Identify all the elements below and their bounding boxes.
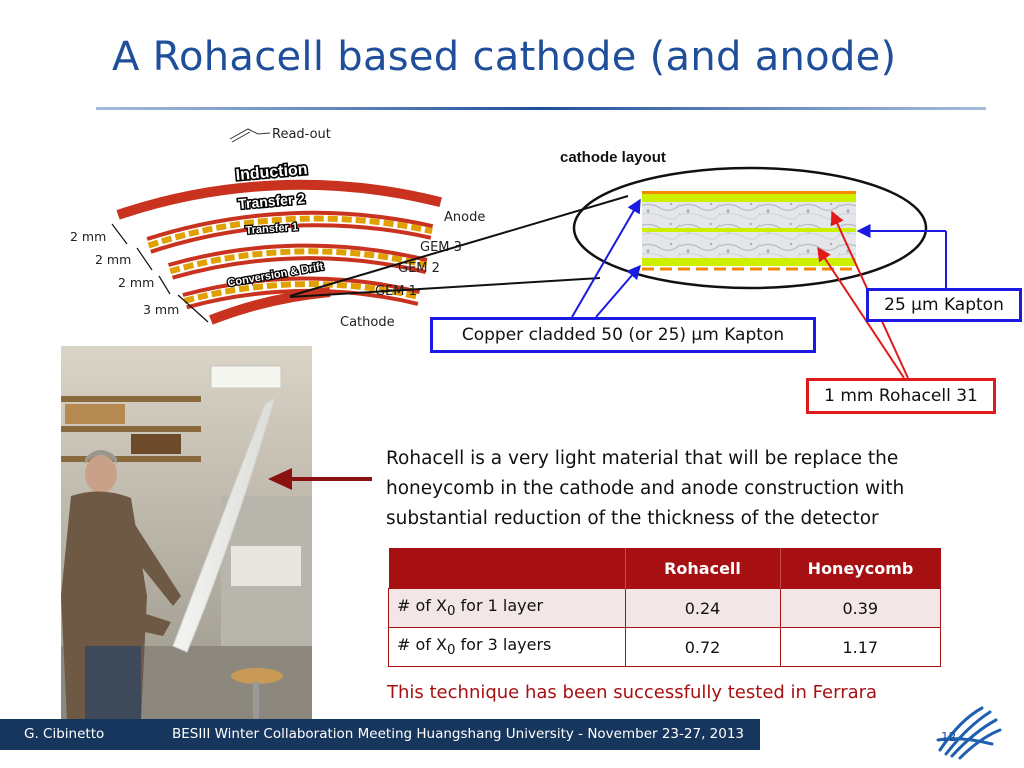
cathode-arc [209, 287, 331, 325]
page-number: 12 [941, 730, 957, 744]
gap-label-4: 3 mm [143, 302, 179, 317]
gap-arrows [111, 223, 209, 323]
zoom-ellipse [572, 166, 928, 290]
title-underline [96, 107, 986, 110]
gem3-arc [147, 215, 433, 249]
slide-title: A Rohacell based cathode (and anode) [112, 34, 897, 80]
copper-arrow-1 [571, 198, 641, 318]
gem1-arc-outer [182, 276, 421, 297]
table-cell-honeycomb: 1.17 [779, 627, 941, 667]
gem3-arc-inner [150, 223, 432, 254]
collaboration-logo [936, 706, 1002, 760]
ferrara-note: This technique has been successfully tes… [387, 682, 878, 703]
gap-label-1: 2 mm [70, 229, 106, 244]
table-header-rohacell: Rohacell [625, 548, 781, 589]
readout-icon [229, 128, 271, 143]
table-cell-label: # of X0 for 3 layers [388, 627, 626, 667]
readout-label: Read-out [272, 127, 331, 142]
rohacell-sheet-photo [61, 346, 312, 720]
cathode-layer-stack [642, 191, 856, 271]
gap-label-3: 2 mm [118, 275, 154, 290]
electrode-label-gem3: GEM 3 [420, 240, 462, 255]
gem1-arc [183, 281, 420, 304]
gem2-arc-inner [171, 256, 427, 280]
table-cell-honeycomb: 0.39 [779, 588, 941, 628]
electrode-label-anode: Anode [444, 210, 485, 225]
kapton-callout: 25 μm Kapton [866, 288, 1022, 322]
anode-arc [116, 179, 442, 220]
copper-arrow-2 [595, 264, 641, 318]
cathode-layout-zoom: cathode layout [289, 149, 947, 379]
gem-detector-diagram: Induction Transfer 2 Transfer 1 Conversi… [70, 127, 485, 330]
rohacell-arrow-2 [817, 246, 905, 379]
cathode-layout-title: cathode layout [560, 149, 666, 166]
rohacell-callout: 1 mm Rohacell 31 [806, 378, 996, 414]
copper-kapton-callout: Copper cladded 50 (or 25) μm Kapton [430, 317, 816, 353]
footer-event: BESIII Winter Collaboration Meeting Huan… [172, 726, 745, 742]
description-paragraph: Rohacell is a very light material that w… [386, 448, 905, 529]
table-header-empty [388, 548, 626, 589]
gem3-arc-outer [146, 210, 434, 241]
gap-label-2: 2 mm [95, 252, 131, 267]
table-row: # of X0 for 3 layers 0.72 1.17 [388, 627, 941, 667]
table-cell-rohacell: 0.72 [624, 627, 781, 667]
electrode-label-cathode: Cathode [340, 315, 395, 330]
footer-author: G. Cibinetto [24, 726, 105, 742]
layer-label-transfer-1: Transfer 1 [245, 221, 298, 237]
gem2-arc-outer [167, 243, 428, 267]
rohacell-sheet [172, 396, 276, 653]
photo-pointer-arrow [268, 468, 372, 490]
footer-bar: G. Cibinetto BESIII Winter Collaboration… [0, 719, 760, 750]
table-cell-rohacell: 0.24 [624, 588, 781, 628]
table-row: # of X0 for 1 layer 0.24 0.39 [388, 588, 941, 628]
table-header-honeycomb: Honeycomb [780, 548, 941, 589]
table-cell-label: # of X0 for 1 layer [388, 588, 626, 628]
gem2-arc [169, 248, 428, 275]
comparison-table: Rohacell Honeycomb # of X0 for 1 layer 0… [388, 548, 941, 667]
electrode-label-gem2: GEM 2 [398, 261, 440, 276]
